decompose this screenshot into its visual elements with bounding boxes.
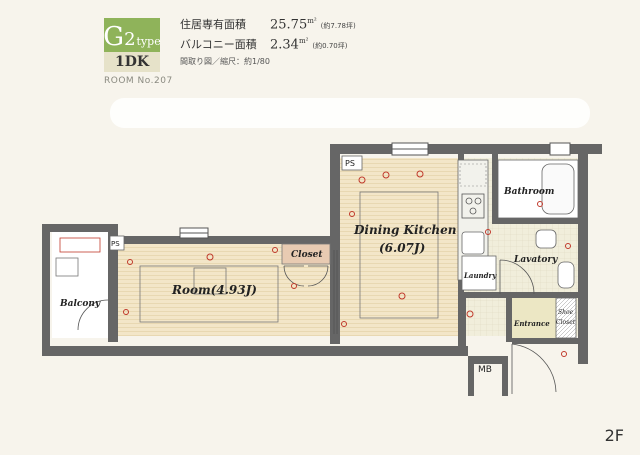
- closet-area: [281, 243, 331, 265]
- bathroom-label: Bathroom: [503, 187, 554, 197]
- dk-label-2: (6.07J): [379, 241, 425, 255]
- entrance-floor: [512, 296, 556, 340]
- electrical-markers: [123, 170, 571, 357]
- floor-label: 2F: [604, 426, 624, 445]
- balcony-floor: [52, 232, 108, 338]
- ps-label-top: PS: [345, 159, 355, 168]
- dk-rug: [359, 191, 439, 319]
- stove: [461, 193, 485, 219]
- mb-label: MB: [478, 365, 492, 375]
- spec-label-living: 住居専有面積: [180, 18, 246, 31]
- spec-value-living: 25.75m²: [270, 17, 317, 32]
- sink: [461, 231, 485, 255]
- balcony-storage: [55, 257, 79, 277]
- room-number: ROOM No.207: [104, 76, 173, 86]
- closet-doors: [283, 265, 329, 287]
- type-num: 2: [124, 29, 136, 50]
- spec-row-living: 住居専有面積 25.75m² (約7.78坪): [180, 16, 356, 36]
- spec-row-balcony: バルコニー面積 2.34m² (約0.70坪): [180, 36, 356, 56]
- area-specs: 住居専有面積 25.75m² (約7.78坪) バルコニー面積 2.34m² (…: [180, 16, 356, 67]
- toilet: [557, 261, 575, 289]
- spec-balcony-unit: m²: [298, 36, 309, 45]
- ps-box-left: [109, 235, 125, 251]
- spec-label-balcony: バルコニー面積: [180, 38, 257, 51]
- fridge-space: [459, 163, 487, 187]
- lavatory-label: Lavatory: [513, 255, 558, 265]
- spec-living-unit: m²: [307, 16, 317, 25]
- laundry-label: Laundry: [463, 271, 497, 280]
- layout-label: 1DK: [104, 52, 160, 72]
- balcony-label: Balcony: [59, 299, 101, 309]
- ps-box-top: [341, 155, 363, 171]
- entrance-door: [511, 343, 557, 394]
- spec-value-balcony: 2.34m²: [270, 37, 308, 52]
- laundry-pan: [461, 255, 497, 291]
- shoe-closet-label-2: Closet: [556, 319, 576, 326]
- sliding-door: [333, 250, 338, 334]
- spec-balcony-number: 2.34: [270, 37, 299, 52]
- spec-living-number: 25.75: [270, 17, 308, 32]
- room-label: Room(4.93J): [171, 283, 257, 297]
- windows: [179, 142, 571, 239]
- bathtub: [541, 163, 575, 215]
- room-rug: [139, 265, 279, 323]
- entrance-label: Entrance: [513, 319, 550, 328]
- closet-label: Closet: [291, 250, 323, 260]
- shoe-closet: [555, 297, 577, 339]
- type-main: G: [103, 22, 125, 52]
- balcony-ac-unit: [59, 237, 101, 253]
- spec-note-balcony: (約0.70坪): [312, 42, 348, 50]
- spec-note-living: (約7.78坪): [320, 22, 356, 30]
- wash-basin: [535, 229, 557, 249]
- shoe-closet-label-1: Shoe: [558, 309, 574, 316]
- dk-label-1: Dining Kitchen: [353, 223, 456, 237]
- ps-label-left: PS: [111, 240, 120, 248]
- balcony-door: [77, 299, 109, 331]
- type-suffix: type: [136, 35, 161, 48]
- redaction-band: [110, 98, 590, 128]
- scale-note: 間取り図／縮尺：約1/80: [180, 57, 270, 66]
- lavatory-door: [499, 259, 535, 295]
- room-table: [193, 267, 227, 295]
